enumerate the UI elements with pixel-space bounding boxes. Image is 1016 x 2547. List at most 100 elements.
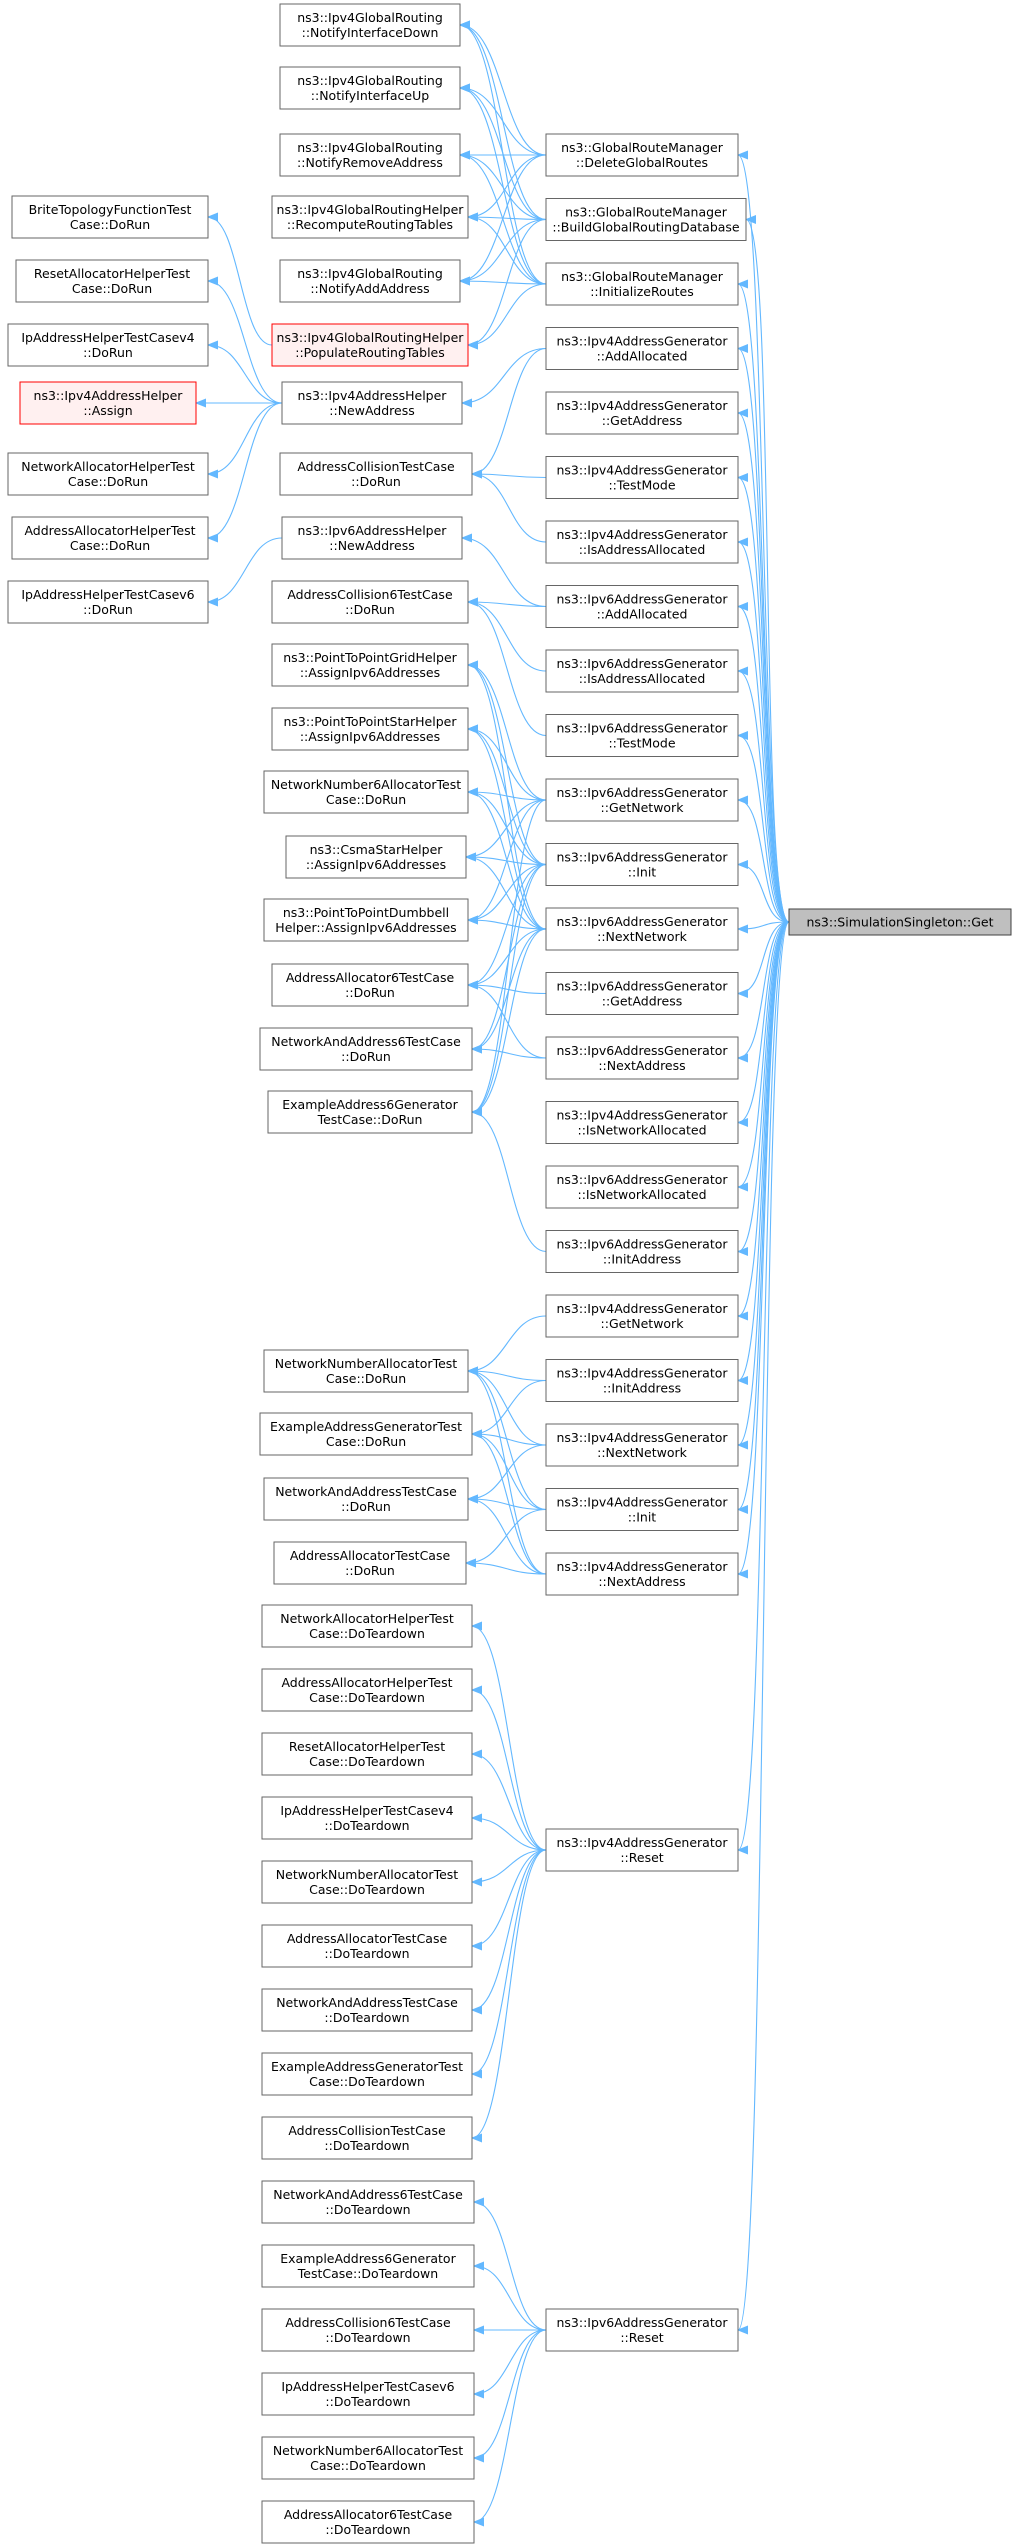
node-label-line: Case::DoTeardown: [309, 1626, 425, 1641]
node-grm_init[interactable]: ns3::GlobalRouteManager::InitializeRoute…: [545, 262, 739, 306]
node-v6_testmode[interactable]: ns3::Ipv6AddressGenerator::TestMode: [545, 714, 739, 757]
edge-t_alloc-to-v4_reset: [472, 1849, 547, 1946]
node-grm_build[interactable]: ns3::GlobalRouteManager::BuildGlobalRout…: [545, 198, 747, 241]
node-v6_init[interactable]: ns3::Ipv6AddressGenerator::Init: [545, 843, 739, 886]
node-v6_isnet[interactable]: ns3::Ipv6AddressGenerator::IsNetworkAllo…: [545, 1165, 739, 1209]
edge-gr_down-to-grm_del: [460, 25, 547, 156]
node-gr_up[interactable]: ns3::Ipv4GlobalRouting::NotifyInterfaceU…: [279, 66, 461, 110]
node-t_alloc6[interactable]: AddressAllocator6TestCase::DoTeardown: [261, 2500, 475, 2544]
node-v6_addalloc[interactable]: ns3::Ipv6AddressGenerator::AddAllocated: [545, 585, 739, 628]
node-netaddr_run[interactable]: NetworkAndAddressTestCase::DoRun: [263, 1477, 469, 1521]
node-t_addrallochelp[interactable]: AddressAllocatorHelperTestCase::DoTeardo…: [261, 1668, 473, 1712]
node-v6_reset[interactable]: ns3::Ipv6AddressGenerator::Reset: [545, 2308, 739, 2352]
node-v4_initaddr[interactable]: ns3::Ipv4AddressGenerator::InitAddress: [545, 1359, 739, 1402]
edge-grh_populate-to-grm_init: [468, 283, 547, 345]
node-t_iphelpv6[interactable]: IpAddressHelperTestCasev6::DoTeardown: [261, 2372, 475, 2416]
node-v6_initaddr[interactable]: ns3::Ipv6AddressGenerator::InitAddress: [545, 1230, 739, 1273]
node-v4_getnet[interactable]: ns3::Ipv4AddressGenerator::GetNetwork: [545, 1294, 739, 1338]
node-csmastar[interactable]: ns3::CsmaStarHelper::AssignIpv6Addresses: [285, 835, 467, 879]
node-p2pstar[interactable]: ns3::PointToPointStarHelper::AssignIpv6A…: [271, 707, 469, 751]
node-box: [271, 643, 469, 687]
node-label-line: ::AddAllocated: [597, 607, 688, 622]
node-coll_run[interactable]: AddressCollisionTestCase::DoRun: [279, 452, 473, 496]
node-gr_remove[interactable]: ns3::Ipv4GlobalRouting::NotifyRemoveAddr…: [279, 133, 461, 177]
node-v4_nextnet[interactable]: ns3::Ipv4AddressGenerator::NextNetwork: [545, 1423, 739, 1467]
edge-t_iphelpv6-to-v6_reset: [474, 2329, 547, 2394]
node-coll6_run[interactable]: AddressCollision6TestCase::DoRun: [271, 580, 469, 624]
node-target[interactable]: ns3::SimulationSingleton::Get: [788, 908, 1012, 936]
node-label-line: TestCase::DoTeardown: [297, 2266, 438, 2281]
node-label-line: ::AssignIpv6Addresses: [300, 665, 440, 680]
node-box: [7, 580, 209, 624]
edge-ex6_run-to-v6_nextnet: [471, 928, 547, 1112]
node-grh_recompute[interactable]: ns3::Ipv4GlobalRoutingHelper::RecomputeR…: [271, 195, 469, 239]
node-t_netnum[interactable]: NetworkNumberAllocatorTestCase::DoTeardo…: [261, 1860, 473, 1904]
node-v4_testmode[interactable]: ns3::Ipv4AddressGenerator::TestMode: [545, 456, 739, 499]
node-t_netallochelp[interactable]: NetworkAllocatorHelperTestCase::DoTeardo…: [261, 1604, 473, 1648]
edge-t_iphelpv4-to-v4_reset: [472, 1818, 547, 1851]
node-v4h_newaddr[interactable]: ns3::Ipv4AddressHelper::NewAddress: [281, 381, 463, 425]
node-v6_getnet[interactable]: ns3::Ipv6AddressGenerator::GetNetwork: [545, 778, 739, 822]
node-alloc_run[interactable]: AddressAllocatorTestCase::DoRun: [273, 1541, 467, 1585]
node-label-line: ns3::Ipv4AddressGenerator: [556, 1835, 728, 1850]
node-box: [261, 1604, 473, 1648]
node-t_alloc[interactable]: AddressAllocatorTestCase::DoTeardown: [261, 1924, 473, 1968]
node-p2pgrid[interactable]: ns3::PointToPointGridHelper::AssignIpv6A…: [271, 643, 469, 687]
node-v6_nextaddr[interactable]: ns3::Ipv6AddressGenerator::NextAddress: [545, 1036, 739, 1080]
node-t_netaddr[interactable]: NetworkAndAddressTestCase::DoTeardown: [261, 1988, 473, 2032]
node-t_netaddr6[interactable]: NetworkAndAddress6TestCase::DoTeardown: [261, 2180, 475, 2224]
node-t_netnum6[interactable]: NetworkNumber6AllocatorTestCase::DoTeard…: [261, 2436, 475, 2480]
node-v4_init[interactable]: ns3::Ipv4AddressGenerator::Init: [545, 1488, 739, 1531]
node-v6h_newaddr[interactable]: ns3::Ipv6AddressHelper::NewAddress: [281, 516, 463, 560]
node-v4_reset[interactable]: ns3::Ipv4AddressGenerator::Reset: [545, 1828, 739, 1872]
edge-v6h_newaddr-to-v6_addalloc: [462, 538, 547, 608]
node-box: [285, 835, 467, 879]
node-label-line: ExampleAddress6Generator: [282, 1097, 458, 1112]
node-gr_add[interactable]: ns3::Ipv4GlobalRouting::NotifyAddAddress: [279, 259, 461, 303]
node-label-line: ns3::Ipv4AddressGenerator: [556, 1108, 728, 1123]
node-t_coll6[interactable]: AddressCollision6TestCase::DoTeardown: [261, 2308, 475, 2352]
node-alloc6_run[interactable]: AddressAllocator6TestCase::DoRun: [271, 963, 469, 1007]
node-label-line: ::DoRun: [345, 1563, 395, 1578]
node-v4h_assign[interactable]: ns3::Ipv4AddressHelper::Assign: [19, 381, 197, 425]
node-p2pdumb[interactable]: ns3::PointToPointDumbbellHelper::AssignI…: [263, 898, 469, 942]
node-label-line: AddressAllocatorTestCase: [287, 1931, 448, 1946]
edge-coll6_run-to-v6_isaddr: [468, 602, 547, 672]
edge-v4_getnet-to-target: [737, 921, 790, 1316]
node-v4_isnet[interactable]: ns3::Ipv4AddressGenerator::IsNetworkAllo…: [545, 1101, 739, 1144]
node-box: [271, 323, 469, 367]
node-v4_isaddr[interactable]: ns3::Ipv4AddressGenerator::IsAddressAllo…: [545, 520, 739, 564]
node-v6_isaddr[interactable]: ns3::Ipv6AddressGenerator::IsAddressAllo…: [545, 649, 739, 693]
node-v6_nextnet[interactable]: ns3::Ipv6AddressGenerator::NextNetwork: [545, 907, 739, 951]
node-label-line: AddressAllocatorHelperTest: [24, 523, 195, 538]
node-t_coll[interactable]: AddressCollisionTestCase::DoTeardown: [261, 2116, 473, 2160]
edge-v4_isaddr-to-target: [737, 542, 790, 923]
node-v4_addalloc[interactable]: ns3::Ipv4AddressGenerator::AddAllocated: [545, 327, 739, 370]
node-t_iphelpv4[interactable]: IpAddressHelperTestCasev4::DoTeardown: [261, 1796, 473, 1840]
node-t_ex6[interactable]: ExampleAddress6GeneratorTestCase::DoTear…: [261, 2244, 475, 2288]
node-gr_down[interactable]: ns3::Ipv4GlobalRouting::NotifyInterfaceD…: [279, 3, 461, 47]
node-netaddr6_run[interactable]: NetworkAndAddress6TestCase::DoRun: [259, 1027, 473, 1071]
node-box: [545, 1036, 739, 1080]
node-t_exgen[interactable]: ExampleAddressGeneratorTestCase::DoTeard…: [261, 2052, 473, 2096]
node-v6_getaddr[interactable]: ns3::Ipv6AddressGenerator::GetAddress: [545, 972, 739, 1015]
node-v4_getaddr[interactable]: ns3::Ipv4AddressGenerator::GetAddress: [545, 391, 739, 435]
node-grm_del[interactable]: ns3::GlobalRouteManager::DeleteGlobalRou…: [545, 133, 739, 177]
node-iphelpv4_run[interactable]: IpAddressHelperTestCasev4::DoRun: [7, 323, 209, 367]
node-box: [279, 66, 461, 110]
node-label-line: IpAddressHelperTestCasev6: [21, 587, 194, 602]
node-grh_populate[interactable]: ns3::Ipv4GlobalRoutingHelper::PopulateRo…: [271, 323, 469, 367]
edge-gr_up-to-grm_init: [460, 88, 547, 285]
node-box: [545, 1230, 739, 1273]
node-iphelpv6_run[interactable]: IpAddressHelperTestCasev6::DoRun: [7, 580, 209, 624]
node-v4_nextaddr[interactable]: ns3::Ipv4AddressGenerator::NextAddress: [545, 1552, 739, 1596]
